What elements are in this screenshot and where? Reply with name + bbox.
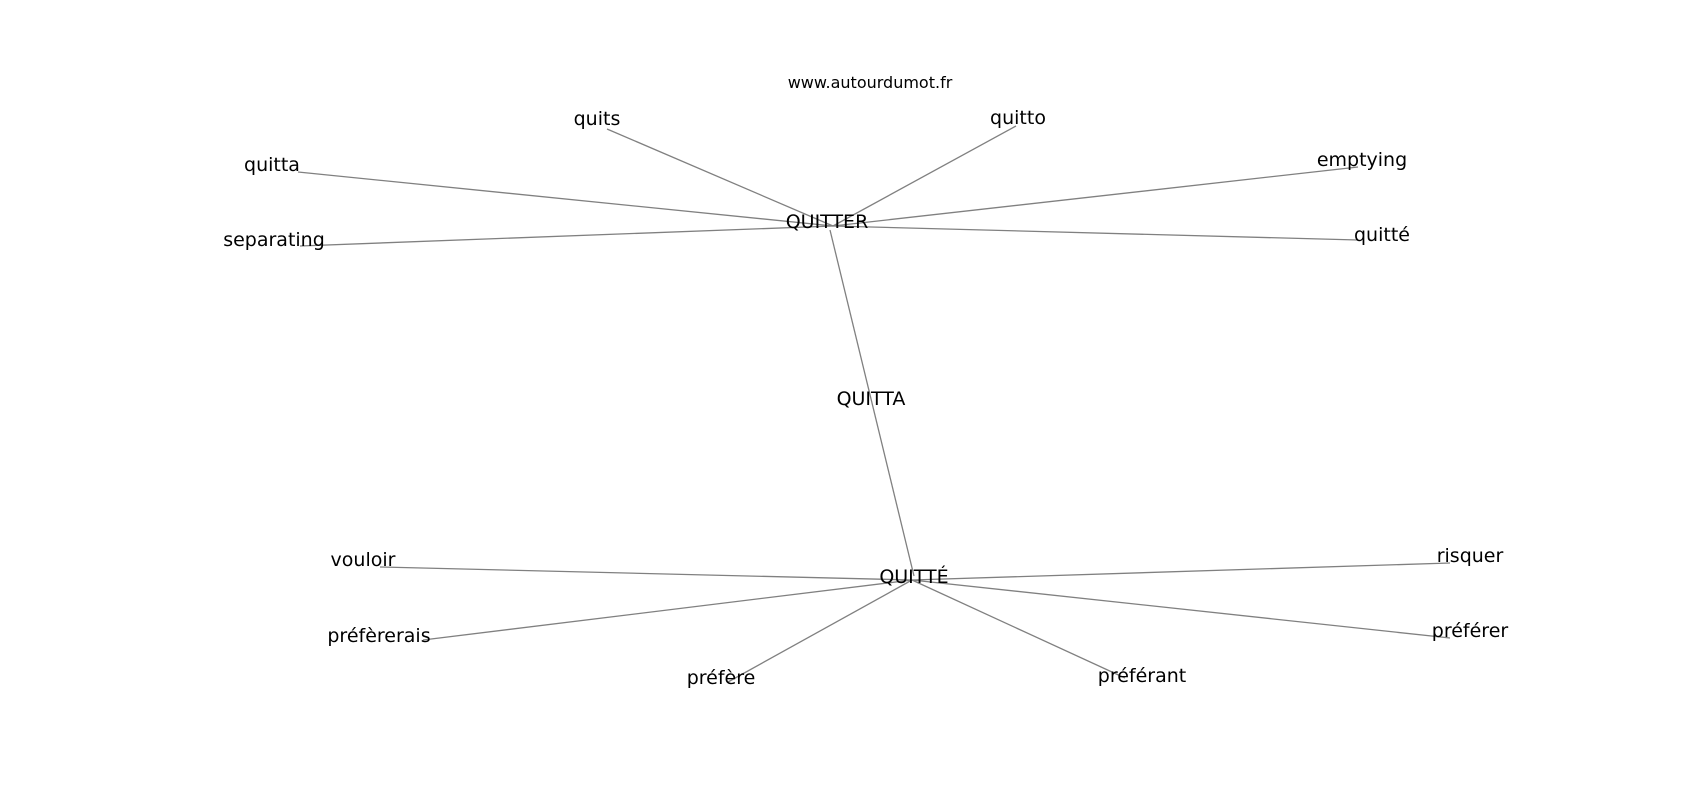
node-preferer[interactable]: préférer — [1432, 620, 1509, 642]
graph-edges — [297, 125, 1451, 683]
edge-quitte-hub-risquer — [911, 562, 1451, 581]
node-quits[interactable]: quits — [574, 108, 621, 130]
edge-quitter-quitte-hub — [829, 229, 915, 577]
node-quitter[interactable]: QUITTER — [786, 211, 869, 233]
node-prefererais[interactable]: préfèrerais — [327, 625, 430, 647]
site-url[interactable]: www.autourdumot.fr — [788, 73, 953, 92]
node-quitte-hub[interactable]: QUITTÉ — [879, 565, 948, 588]
node-preferant[interactable]: préférant — [1098, 665, 1186, 687]
edge-quitte-hub-prefererais — [422, 579, 913, 641]
node-quitte[interactable]: quitté — [1354, 224, 1410, 246]
edge-quitter-emptying — [832, 166, 1359, 227]
node-quitta[interactable]: quitta — [244, 154, 300, 176]
edge-quitter-quitte — [832, 225, 1359, 241]
edge-quitter-quitta — [297, 171, 834, 227]
node-quitta-center[interactable]: QUITTA — [837, 388, 906, 410]
node-separating[interactable]: separating — [223, 229, 325, 251]
edge-quitter-quitto — [832, 125, 1017, 227]
graph-labels: QUITTER QUITTÉ QUITTA quits quitto quitta empt… — [223, 107, 1508, 689]
node-emptying[interactable]: emptying — [1317, 149, 1407, 171]
edge-quitter-quits — [606, 128, 834, 227]
node-quitto[interactable]: quitto — [990, 107, 1046, 129]
edge-quitter-separating — [299, 225, 834, 247]
node-vouloir[interactable]: vouloir — [331, 549, 396, 571]
node-risquer[interactable]: risquer — [1437, 545, 1504, 567]
edge-quitte-hub-preferant — [911, 579, 1126, 679]
node-prefere[interactable]: préfère — [687, 667, 756, 689]
edge-quitte-hub-prefere — [727, 579, 913, 683]
edge-quitte-hub-vouloir — [379, 566, 913, 581]
edge-quitte-hub-preferer — [911, 579, 1451, 639]
